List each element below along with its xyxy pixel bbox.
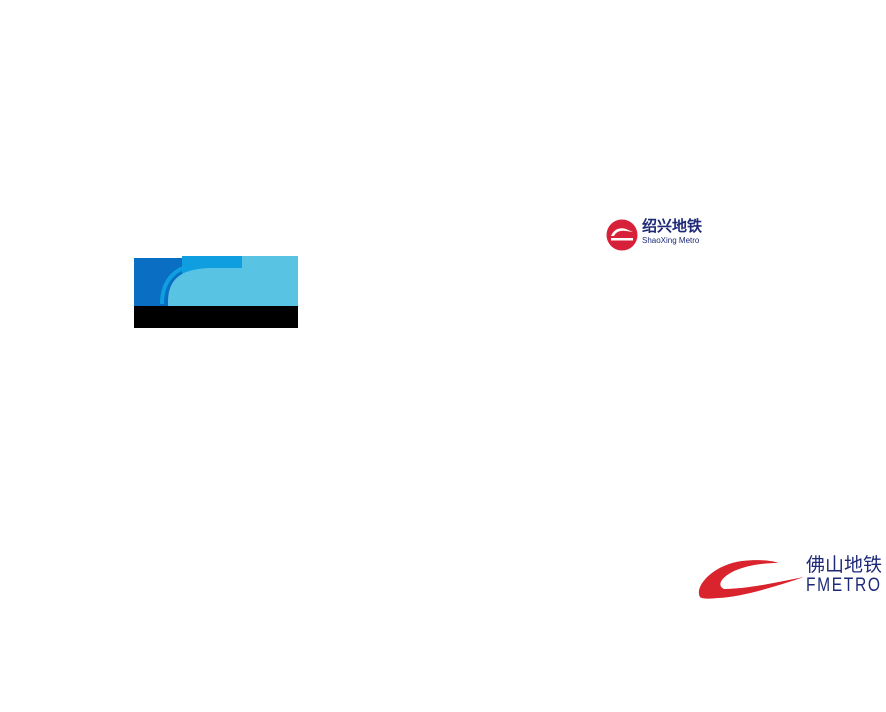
shaoxing-metro-logo: 绍兴地铁 ShaoXing Metro <box>606 218 708 252</box>
foshan-metro-swoosh-icon <box>698 560 804 599</box>
shaoxing-metro-name-en: ShaoXing Metro <box>642 236 700 245</box>
wave-emblem-icon <box>134 256 298 306</box>
foshan-metro-logo: 佛山地铁 FMETRO <box>694 555 886 599</box>
foshan-metro-name-en: FMETRO <box>806 575 882 596</box>
shaoxing-metro-name-cn: 绍兴地铁 <box>642 217 703 235</box>
logo-band <box>134 306 298 328</box>
shaoxing-metro-emblem-icon <box>606 219 638 251</box>
blue-wave-logo <box>134 256 298 328</box>
foshan-metro-name-cn: 佛山地铁 <box>806 554 883 576</box>
